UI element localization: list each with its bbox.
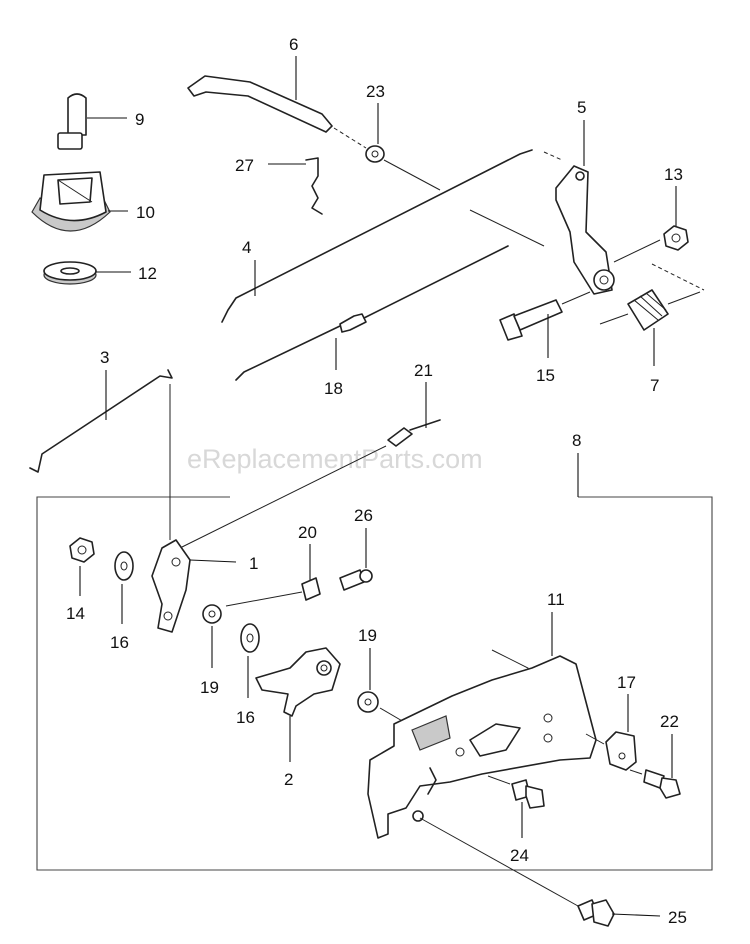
lever-part-1[interactable] — [151, 539, 237, 633]
bracket-plate-part-11[interactable] — [367, 612, 597, 839]
callout-19-left: 19 — [200, 678, 219, 697]
callout-18: 18 — [324, 379, 343, 398]
washer-part-12[interactable] — [43, 261, 131, 285]
washer-part-19-right[interactable] — [357, 648, 405, 723]
spring-part-21[interactable] — [179, 382, 441, 549]
callout-16-center: 16 — [236, 708, 255, 727]
washer-part-23[interactable] — [365, 103, 441, 191]
control-housing-part-10[interactable] — [31, 171, 128, 232]
knob-part-9[interactable] — [57, 93, 127, 150]
callout-19-right: 19 — [358, 626, 377, 645]
callout-9: 9 — [135, 110, 144, 129]
callout-13: 13 — [664, 165, 683, 184]
callout-26: 26 — [354, 506, 373, 525]
callout-6: 6 — [289, 35, 298, 54]
callout-23: 23 — [366, 82, 385, 101]
callout-4: 4 — [242, 238, 251, 257]
watermark: eReplacementParts.com — [187, 444, 483, 474]
callout-25: 25 — [668, 908, 687, 927]
callout-10: 10 — [136, 203, 155, 222]
callout-15: 15 — [536, 366, 555, 385]
callout-2: 2 — [284, 770, 293, 789]
bolt-part-22[interactable] — [629, 734, 681, 799]
throttle-bracket-part-5[interactable] — [469, 120, 661, 295]
callout-1: 1 — [249, 554, 258, 573]
clip-part-17[interactable] — [585, 694, 637, 771]
callout-21: 21 — [414, 361, 433, 380]
callout-8: 8 — [572, 431, 581, 450]
lever-part-2[interactable] — [255, 647, 341, 762]
callout-11: 11 — [547, 590, 565, 609]
washer-part-16-center[interactable] — [240, 623, 260, 698]
spring-part-7[interactable] — [599, 289, 701, 366]
bolt-part-24[interactable] — [487, 775, 545, 838]
callout-14: 14 — [66, 604, 85, 623]
bolt-part-25[interactable] — [419, 817, 661, 927]
callout-16-left: 16 — [110, 633, 129, 652]
spring-rod-part-18[interactable] — [235, 245, 509, 381]
washer-part-16-left[interactable] — [114, 551, 134, 624]
callout-20: 20 — [298, 523, 317, 542]
screw-part-20[interactable] — [225, 544, 321, 607]
assembly-frame — [36, 453, 713, 871]
rod-part-3[interactable] — [29, 369, 173, 540]
bracket-part-27[interactable] — [268, 157, 323, 215]
nut-part-14[interactable] — [69, 537, 95, 596]
callout-22: 22 — [660, 712, 679, 731]
callout-17: 17 — [617, 673, 636, 692]
callout-3: 3 — [100, 348, 109, 367]
rod-part-4[interactable] — [221, 149, 563, 323]
nut-part-13[interactable] — [651, 186, 705, 291]
callout-12: 12 — [138, 264, 157, 283]
pin-part-15[interactable] — [499, 291, 591, 358]
callout-24: 24 — [510, 846, 529, 865]
screw-part-26[interactable] — [339, 528, 373, 591]
washer-part-19-left[interactable] — [202, 604, 222, 668]
callout-27: 27 — [235, 156, 254, 175]
callout-5: 5 — [577, 98, 586, 117]
callout-7: 7 — [650, 376, 659, 395]
lever-arm-part-6[interactable] — [187, 56, 367, 149]
callout-labels: 1 2 3 4 5 6 7 8 9 10 11 12 13 14 15 16 1… — [66, 35, 687, 927]
